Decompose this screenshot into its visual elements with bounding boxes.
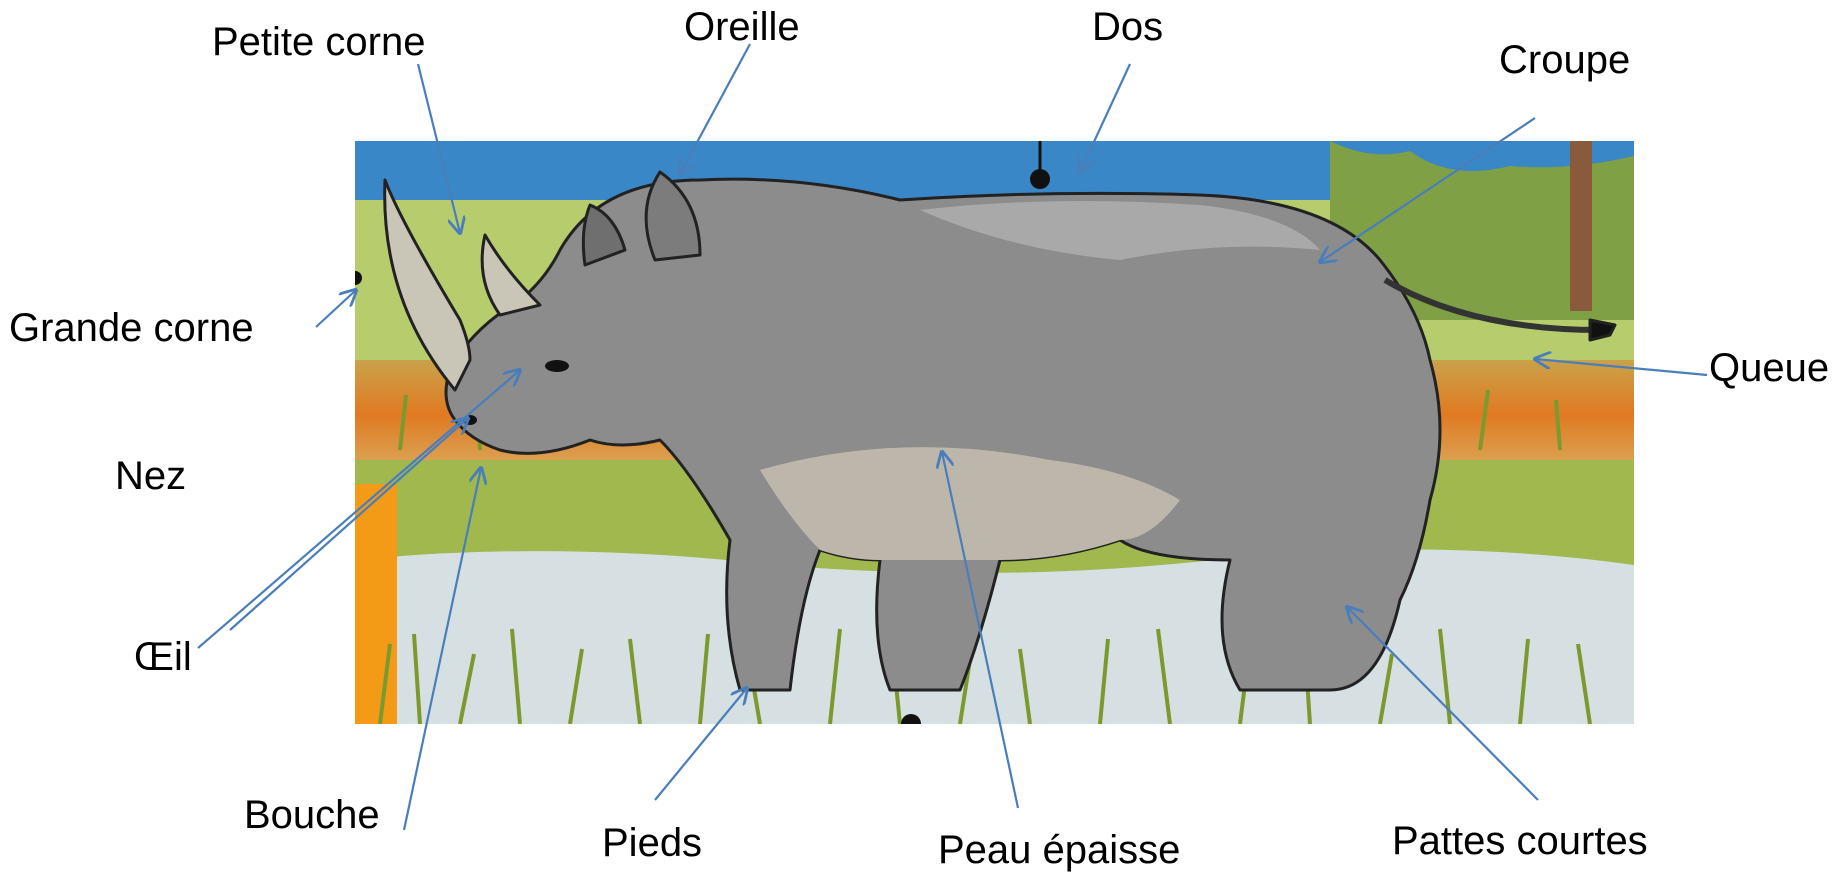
label-grande-corne: Grande corne <box>9 308 254 348</box>
pin-dot-left <box>348 271 362 285</box>
label-oreille: Oreille <box>684 7 800 47</box>
label-pieds: Pieds <box>602 823 702 863</box>
pin-dot-top <box>1030 169 1050 189</box>
label-queue: Queue <box>1709 348 1829 388</box>
label-nez: Nez <box>115 456 186 496</box>
label-oeil: Œil <box>134 637 192 677</box>
scene-illustration <box>348 141 1634 734</box>
orange-panel <box>355 484 397 724</box>
tree-trunk <box>1570 141 1592 311</box>
rhino-eye <box>545 360 569 372</box>
label-dos: Dos <box>1092 7 1163 47</box>
label-bouche: Bouche <box>244 795 380 835</box>
label-croupe: Croupe <box>1499 40 1630 80</box>
label-peau-epaisse: Peau épaisse <box>938 830 1180 870</box>
pin-dot-bottom <box>901 714 921 734</box>
arrow-grande-corne <box>316 290 356 327</box>
label-pattes-courtes: Pattes courtes <box>1392 821 1648 861</box>
label-petite-corne: Petite corne <box>212 22 425 62</box>
